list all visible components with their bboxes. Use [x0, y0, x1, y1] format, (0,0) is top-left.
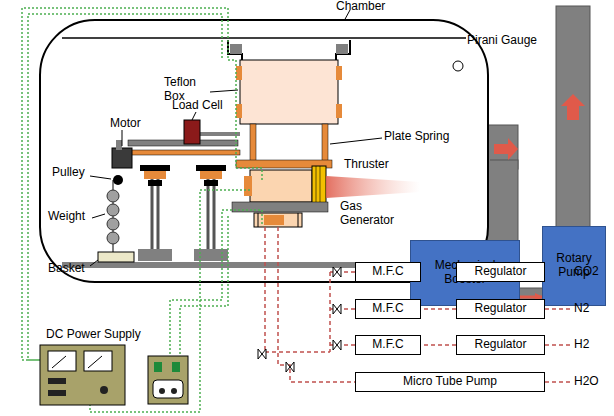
box-label: Regulator	[474, 265, 526, 279]
part-label: Plate Spring	[384, 130, 449, 144]
box-label: Micro Tube Pump	[403, 375, 497, 389]
gas-line	[421, 344, 456, 346]
box-label: M.F.C	[372, 302, 403, 316]
device-box: M.F.C	[355, 262, 421, 282]
device-box: Micro Tube Pump	[355, 372, 545, 392]
part-label: Load Cell	[172, 99, 223, 113]
gas-line	[421, 308, 456, 310]
device-box: Regulator	[456, 262, 545, 282]
part-label: H2O	[574, 375, 599, 389]
part-label: Chamber	[336, 0, 385, 14]
box-label: Regulator	[474, 338, 526, 352]
device-box: Regulator	[456, 299, 545, 319]
box-label: M.F.C	[372, 265, 403, 279]
device-box: M.F.C	[355, 335, 421, 355]
part-label: Pulley	[52, 166, 85, 180]
part-label: Gas Generator	[340, 200, 400, 228]
part-label: N2	[574, 302, 589, 316]
part-label: Motor	[110, 117, 141, 131]
part-label: Weight	[48, 210, 85, 224]
box-label: M.F.C	[372, 338, 403, 352]
part-label: Thruster	[344, 158, 389, 172]
part-label: CO2	[574, 265, 599, 279]
device-box: Regulator	[456, 335, 545, 355]
part-label: Pirani Gauge	[467, 34, 537, 48]
part-label: Basket	[48, 262, 85, 276]
part-label: DC Power Supply	[46, 328, 141, 342]
part-label: H2	[574, 338, 589, 352]
device-box: M.F.C	[355, 299, 421, 319]
box-label: Regulator	[474, 302, 526, 316]
